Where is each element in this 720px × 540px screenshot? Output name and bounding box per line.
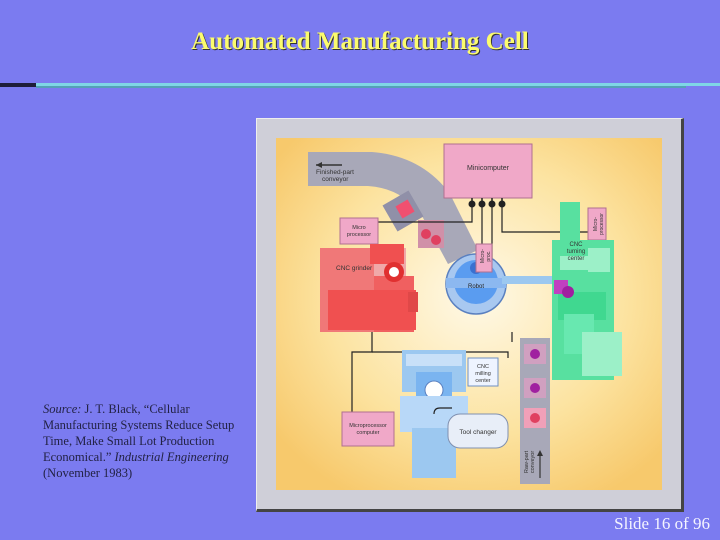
title-rule <box>36 83 720 86</box>
source-label: Source: <box>43 402 82 416</box>
finished-part-label-2: conveyor <box>322 176 349 183</box>
source-journal: Industrial Engineering <box>114 450 229 464</box>
raw-part-conveyor: Raw-part conveyor <box>520 338 550 484</box>
turning-label-2: turning <box>567 249 585 255</box>
turning-micro-label-2: processor <box>599 213 605 235</box>
robot-micro-label-2: proc. <box>486 250 492 261</box>
robot-micro-label-1: Micro- <box>480 249 486 263</box>
slide-number: Slide 16 of 96 <box>614 514 710 533</box>
mp-computer-label-2: computer <box>357 430 380 436</box>
turning-micro-label-1: Micro- <box>593 217 599 231</box>
turning-label-1: CNC <box>570 242 584 248</box>
tool-changer: Tool changer <box>433 407 509 449</box>
raw-part-label-1: Raw-part <box>524 450 530 473</box>
title-rule-shadow <box>36 86 686 88</box>
turning-label-3: center <box>568 256 585 262</box>
milling-label-1: CNC <box>477 364 489 370</box>
cnc-grinder: CNC grinder <box>320 244 418 332</box>
source-text: J. T. Black, “Cellular Manufacturing Sys… <box>43 402 235 464</box>
microprocessor-computer: Microprocessor computer <box>341 411 395 447</box>
slide-title: Automated Manufacturing Cell <box>191 28 529 55</box>
micro-label-1: Micro <box>352 225 365 231</box>
raw-part-label-2: conveyor <box>530 451 536 473</box>
cnc-turning-center: Micro- processor CNC turning center <box>552 202 622 380</box>
cnc-grinder-label: CNC grinder <box>336 265 373 272</box>
source-citation: Source: J. T. Black, “Cellular Manufactu… <box>43 401 263 481</box>
robot: Micro- proc. Robot <box>445 243 568 315</box>
manufacturing-cell-diagram: Finished-part conveyor Minicomputer Micr… <box>276 138 662 490</box>
microprocessor-conveyor: Micro processor <box>339 217 379 245</box>
minicomputer: Minicomputer <box>443 143 533 208</box>
source-date: (November 1983) <box>43 466 133 480</box>
robot-label: Robot <box>468 284 484 290</box>
cnc-milling-center: CNC milling center <box>400 350 499 478</box>
minicomputer-label: Minicomputer <box>467 165 510 172</box>
title-rule-dark <box>0 83 36 87</box>
micro-label-2: processor <box>347 232 371 238</box>
finished-part-conveyor: Finished-part conveyor <box>308 152 478 264</box>
finished-part-label: Finished-part <box>316 169 354 176</box>
milling-label-3: center <box>475 378 490 384</box>
milling-label-2: milling <box>475 371 491 377</box>
mp-computer-label-1: Microprocessor <box>349 423 387 429</box>
tool-changer-label: Tool changer <box>459 429 497 436</box>
